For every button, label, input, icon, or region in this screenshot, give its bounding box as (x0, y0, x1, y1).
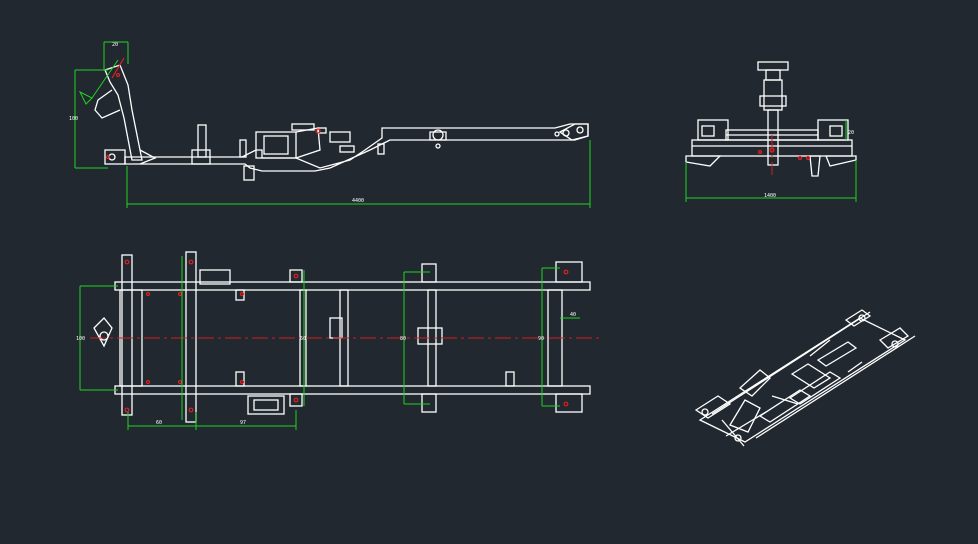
side-dim-top: 20 (112, 42, 118, 48)
side-dim-length: 4400 (352, 198, 364, 204)
side-dim-height: 100 (69, 116, 78, 122)
plan-dim-mid-width: 80 (400, 336, 406, 342)
iso-view (694, 309, 916, 447)
front-dim-height: 20 (848, 130, 854, 136)
front-view: 1400 20 (685, 61, 857, 202)
plan-dim-frame-width: 100 (76, 336, 85, 342)
side-view: 4400 100 20 (69, 41, 591, 208)
plan-dim-front-width: 60 (300, 336, 306, 342)
plan-dim-span-1: 60 (156, 420, 162, 426)
plan-dim-span-2: 97 (240, 420, 246, 426)
plan-view: 100 90 80 60 40 60 97 (76, 251, 600, 430)
plan-dim-rear-width: 90 (538, 336, 544, 342)
plan-dim-offset: 40 (570, 312, 576, 318)
front-dim-width: 1400 (764, 193, 776, 199)
